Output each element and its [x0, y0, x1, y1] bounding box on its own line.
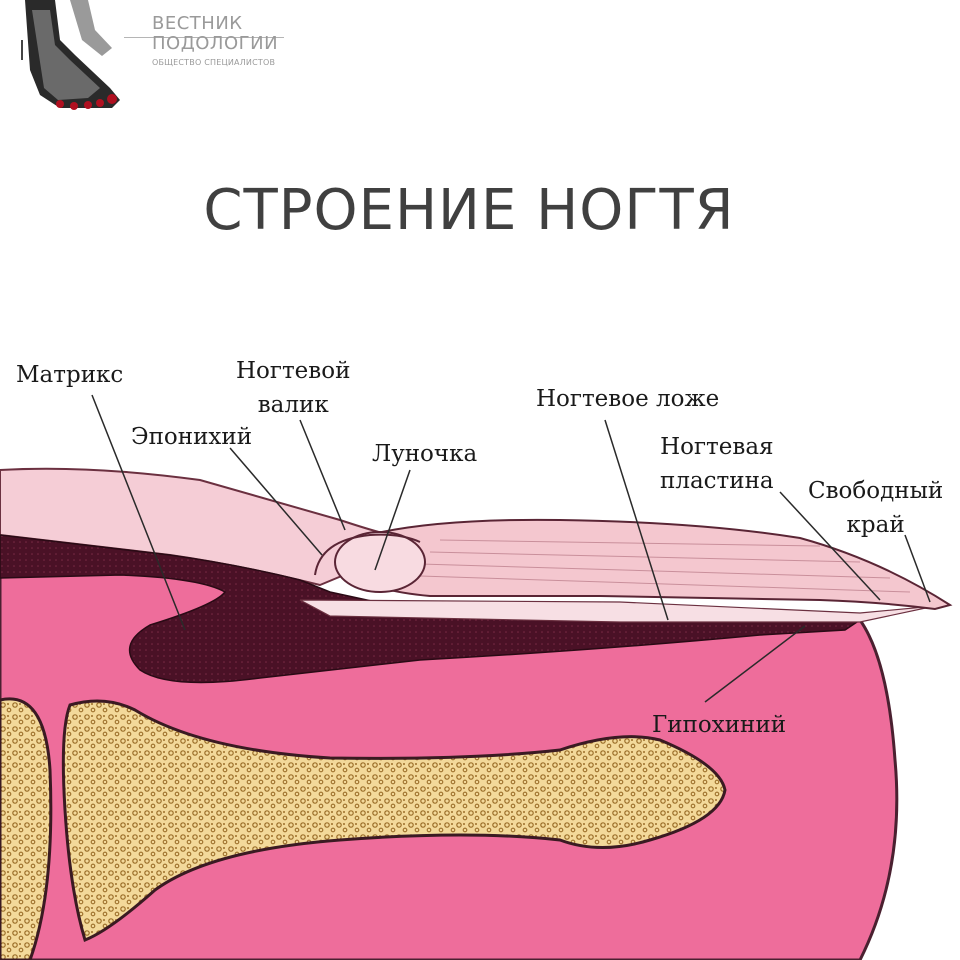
label-free-edge-line-1: Свободный — [808, 478, 944, 504]
distal-phalanx-bone — [61, 699, 727, 943]
nail-bed — [299, 599, 936, 623]
leader-hyponychium — [704, 625, 806, 703]
label-nail-fold-line-1: Ногтевой — [236, 358, 351, 384]
label-nail-plate-line-2: пластина — [660, 468, 774, 494]
lunula — [334, 531, 426, 593]
label-hyponychium: Гипохиний — [652, 712, 787, 738]
leader-lines — [91, 394, 931, 703]
leader-free-edge — [904, 534, 931, 603]
middle-phalanx-bone — [0, 697, 53, 960]
label-nail-bed: Ногтевое ложе — [536, 386, 720, 412]
label-nail-plate-line-1: Ногтевая — [660, 434, 774, 460]
logo-divider — [124, 37, 284, 38]
logo-subtitle: ОБЩЕСТВО СПЕЦИАЛИСТОВ — [152, 58, 276, 67]
nail-anatomy-diagram — [0, 394, 953, 960]
leader-nail-plate — [779, 491, 881, 601]
leader-nail-fold — [299, 419, 346, 531]
foot-skeleton-icon — [21, 0, 120, 110]
logo-line-1: ВЕСТНИК — [152, 13, 243, 34]
leader-matrix — [91, 394, 186, 631]
label-matrix: Матрикс — [16, 362, 124, 388]
label-free-edge: Свободный край — [808, 474, 943, 542]
page-title: СТРОЕНИЕ НОГТЯ — [203, 178, 735, 243]
label-eponychium: Эпонихий — [131, 424, 253, 450]
label-nail-fold-line-2: валик — [257, 392, 329, 418]
label-nail-fold: Ногтевой валик — [236, 354, 350, 422]
nail-plate — [343, 518, 953, 611]
logo-text: ВЕСТНИК ПОДОЛОГИИ ОБЩЕСТВО СПЕЦИАЛИСТОВ — [152, 13, 279, 68]
label-lunula: Луночка — [372, 441, 478, 467]
nail-plate-striations — [419, 539, 911, 593]
leader-lunula — [374, 469, 411, 571]
leader-eponychium — [229, 447, 323, 556]
label-nail-plate: Ногтевая пластина — [660, 430, 774, 498]
logo: ВЕСТНИК ПОДОЛОГИИ ОБЩЕСТВО СПЕЦИАЛИСТОВ — [0, 0, 300, 115]
leader-nail-bed — [604, 419, 669, 621]
logo-line-2: ПОДОЛОГИИ — [152, 33, 279, 54]
label-free-edge-line-2: край — [846, 512, 905, 538]
eponychium-fold — [314, 533, 421, 576]
